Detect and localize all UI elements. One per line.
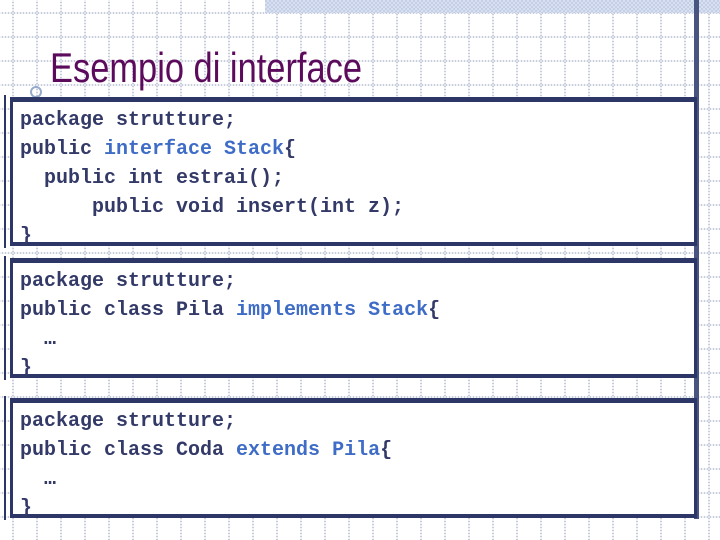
code-plain: public class Pila	[20, 299, 237, 322]
code-keyword: extends Pila	[236, 439, 381, 462]
code-plain: {	[284, 138, 297, 161]
code-line: …	[20, 465, 694, 494]
code-keyword: interface Stack	[104, 138, 285, 161]
code-line: public void insert(int z);	[20, 193, 694, 222]
code-plain: public	[20, 138, 105, 161]
code-plain: package strutture;	[20, 410, 237, 433]
code-line: public class Coda extends Pila{	[20, 436, 694, 465]
code-line: public class Pila implements Stack{	[20, 296, 694, 325]
slide-title: Esempio di interface	[50, 44, 363, 91]
code-line: public interface Stack{	[20, 135, 694, 164]
code-box-class-coda: package strutture; public class Coda exte…	[4, 396, 697, 520]
code-text: package strutture; public class Coda exte…	[13, 403, 694, 523]
code-plain: public void insert(int z);	[20, 196, 405, 219]
code-plain: }	[20, 497, 33, 520]
code-line: package strutture;	[20, 267, 694, 296]
top-band-decoration	[265, 0, 720, 13]
code-box-interface-stack: package strutture; public interface Stack…	[4, 95, 697, 248]
code-line: …	[20, 325, 694, 354]
code-plain: {	[428, 299, 441, 322]
code-line: package strutture;	[20, 407, 694, 436]
code-text: package strutture; public interface Stack…	[13, 102, 694, 251]
code-plain: }	[20, 225, 33, 248]
code-line: }	[20, 354, 694, 383]
code-plain: public int estrai();	[20, 167, 285, 190]
code-plain: package strutture;	[20, 270, 237, 293]
code-keyword: implements Stack	[236, 299, 429, 322]
code-line: public int estrai();	[20, 164, 694, 193]
code-line: package strutture;	[20, 106, 694, 135]
code-plain: …	[20, 468, 57, 491]
code-plain: public class Coda	[20, 439, 237, 462]
code-plain: {	[380, 439, 393, 462]
code-line: }	[20, 494, 694, 523]
code-text: package strutture; public class Pila impl…	[13, 263, 694, 383]
code-plain: package strutture;	[20, 109, 237, 132]
code-plain: …	[20, 328, 57, 351]
code-plain: }	[20, 357, 33, 380]
code-line: }	[20, 222, 694, 251]
code-box-class-pila: package strutture; public class Pila impl…	[4, 256, 697, 380]
